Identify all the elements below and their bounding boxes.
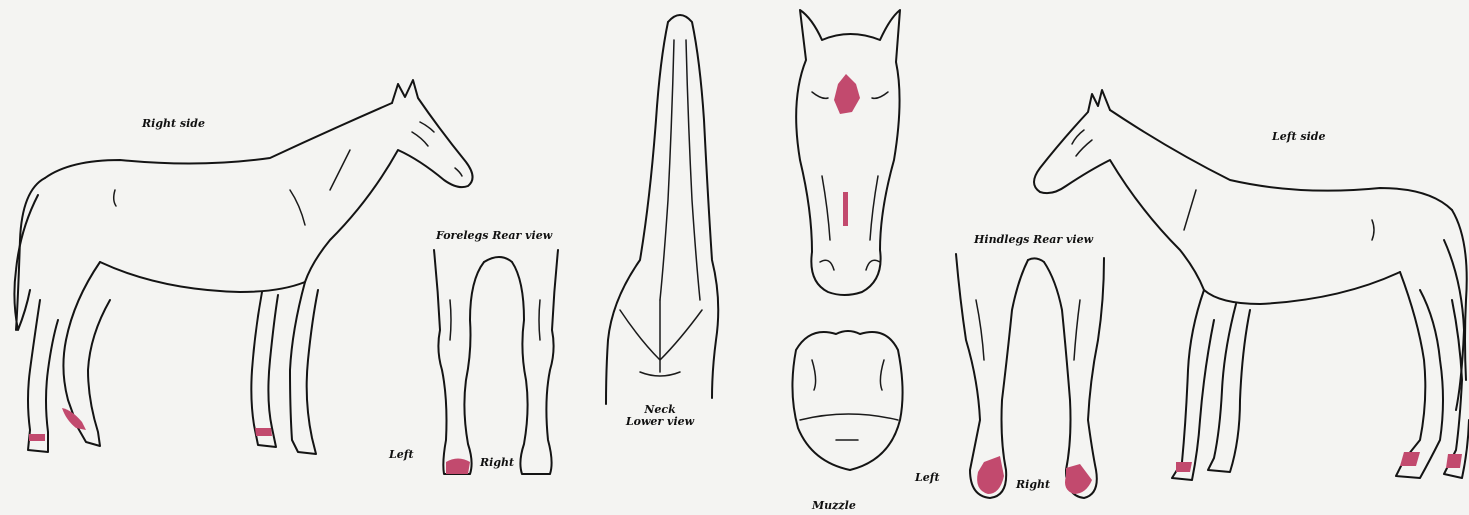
label-right-side: Right side	[142, 118, 205, 130]
label-forelegs-rear-view: Forelegs Rear view	[436, 230, 552, 242]
forelegs-rear-view-drawing	[434, 250, 558, 474]
horse-right-side	[14, 80, 472, 454]
label-forelegs-right: Right	[480, 457, 514, 469]
label-forelegs-left: Left	[389, 449, 414, 461]
hindlegs-rear-view-drawing	[956, 254, 1104, 498]
muzzle-drawing	[792, 331, 902, 470]
label-lower-view: Lower view	[620, 416, 700, 428]
label-hindlegs-right: Right	[1016, 479, 1050, 491]
label-hindlegs-left: Left	[915, 472, 940, 484]
label-muzzle: Muzzle	[812, 500, 856, 512]
label-left-side: Left side	[1272, 131, 1325, 143]
neck-lower-view-drawing	[606, 15, 718, 404]
horse-left-side	[1034, 90, 1469, 480]
head-front-view-drawing	[796, 10, 900, 295]
label-hindlegs-rear-view: Hindlegs Rear view	[974, 234, 1093, 246]
label-neck-lower-view: Neck Lower view	[620, 404, 700, 428]
